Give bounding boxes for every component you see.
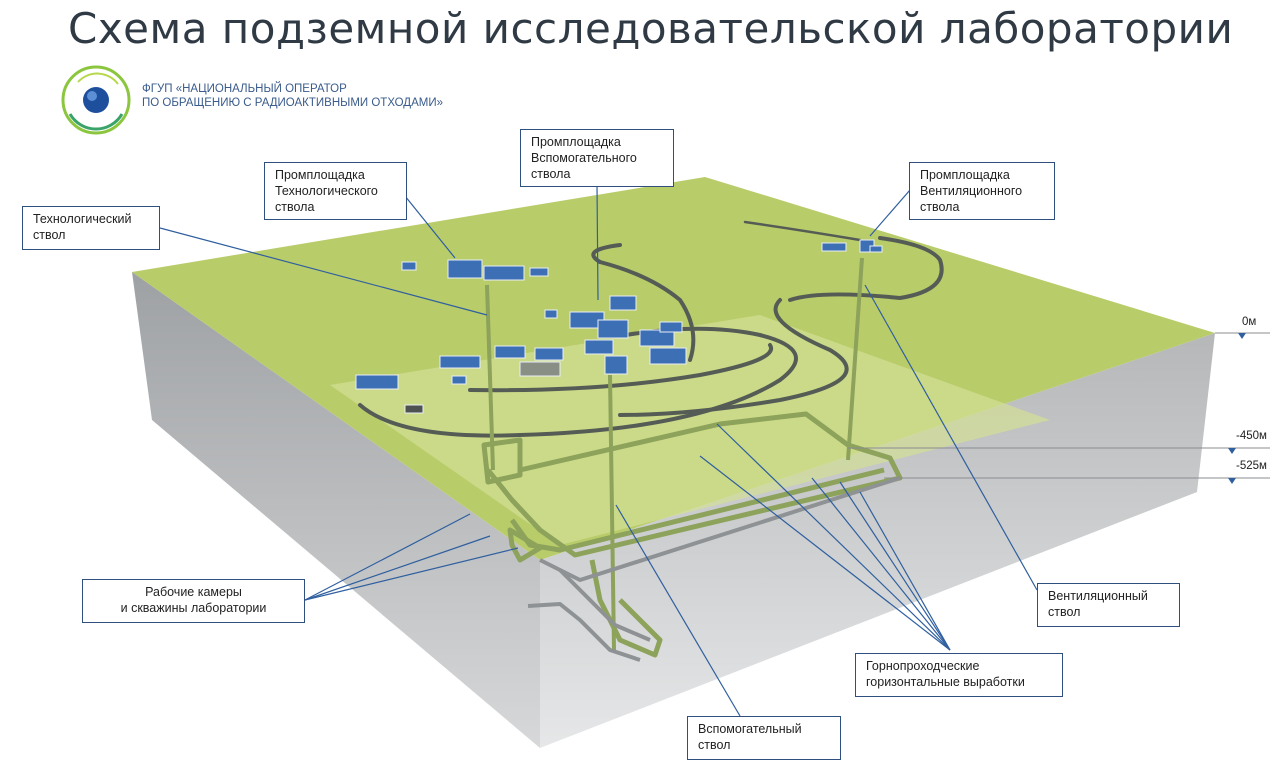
underground-workings [481,257,903,658]
block-left-face [132,272,540,748]
organization-name-line2: ПО ОБРАЩЕНИЮ С РАДИОАКТИВНЫМИ ОТХОДАМИ» [142,97,444,109]
label-tech-shaft: Технологический ствол [22,206,160,250]
label-tech-shaft-site: Промплощадка Технологического ствола [264,162,407,220]
organization-name-line1: ФГУП «НАЦИОНАЛЬНЫЙ ОПЕРАТОР [142,83,347,95]
organization-logo [61,65,131,135]
leader-lines [159,184,1038,717]
level-label-450: -450м [1236,430,1267,442]
label-work-chambers: Рабочие камеры и скважины лаборатории [82,579,305,623]
label-aux-shaft-site: Промплощадка Вспомогательного ствола [520,129,674,187]
level-label-surface: 0м [1242,316,1257,328]
label-vent-shaft-site: Промплощадка Вентиляционного ствола [909,162,1055,220]
page-title: Схема подземной исследовательской лабора… [68,4,1234,53]
organization-name: ФГУП «НАЦИОНАЛЬНЫЙ ОПЕРАТОР ПО ОБРАЩЕНИЮ… [142,82,443,110]
block-front-face [540,333,1215,748]
level-label-525: -525м [1236,460,1267,472]
label-horizontal-workings: Горнопроходческие горизонтальные выработ… [855,653,1063,697]
label-vent-shaft: Вентиляционный ствол [1037,583,1180,627]
label-aux-shaft: Вспомогательный ствол [687,716,841,760]
surface-roads [358,220,944,438]
lower-workings [527,476,901,662]
surface-buildings [355,239,883,414]
level-marker-triangles [1228,333,1246,484]
